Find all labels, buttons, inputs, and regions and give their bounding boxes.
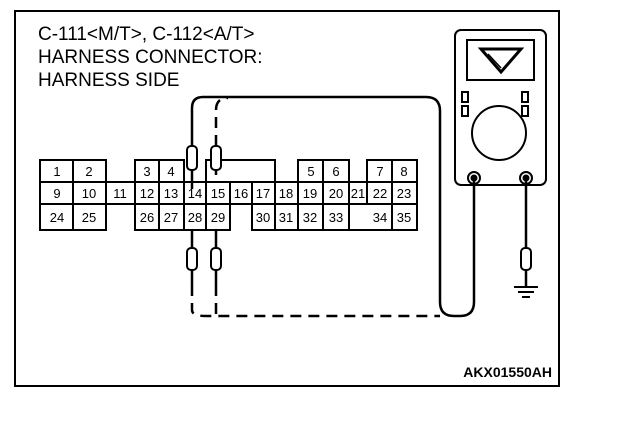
pin-label-34: 34 [373,210,387,225]
pin-label-22: 22 [373,186,387,201]
pin-label-27: 27 [164,210,178,225]
pin-label-31: 31 [279,210,293,225]
dashed-wire-outer [190,285,440,318]
pin-label-14: 14 [188,186,202,201]
probe-wires [190,95,528,318]
pin-label-2: 2 [85,164,92,179]
pin-label-28: 28 [188,210,202,225]
title-line-3: HARNESS SIDE [38,70,179,91]
probe-tip-pin28 [186,247,198,271]
pin-label-16: 16 [234,186,248,201]
diagram-frame [14,10,560,387]
pin-label-24: 24 [50,210,64,225]
probe-tip-pin29 [210,247,222,271]
pin-label-17: 17 [256,186,270,201]
pin-label-13: 13 [164,186,178,201]
harness-connector [39,159,418,231]
pin-label-29: 29 [211,210,225,225]
pin-label-7: 7 [376,164,383,179]
multimeter-icon [454,29,547,186]
pin-label-30: 30 [256,210,270,225]
ground-icon [514,286,538,298]
probe-tips [186,145,532,271]
title-line-1: C-111<M/T>, C-112<A/T> [38,24,254,45]
probe-tip-pin15 [210,145,222,171]
multimeter-jack-left [467,171,481,185]
connector-bottom-block-26-29 [134,203,231,231]
dashed-wire-inner [214,96,229,146]
pin-label-1: 1 [53,164,60,179]
pin-label-6: 6 [332,164,339,179]
multimeter-display [466,39,535,81]
pin-label-5: 5 [307,164,314,179]
figure-code: AKX01550AH [463,364,552,380]
pin-label-35: 35 [397,210,411,225]
multimeter-dial [471,105,527,161]
probe-tip-ground [520,247,532,271]
pin-label-12: 12 [140,186,154,201]
pin-label-4: 4 [167,164,174,179]
pin-label-21: 21 [351,186,365,201]
pin-label-19: 19 [303,186,317,201]
probe-tip-pin14 [186,145,198,171]
multimeter-display-symbol [477,47,525,75]
pin-label-32: 32 [303,210,317,225]
multimeter-jack-right [519,171,533,185]
connector-bottom-block-30-35 [251,203,418,231]
pin-label-33: 33 [329,210,343,225]
pin-label-26: 26 [140,210,154,225]
pin-label-23: 23 [397,186,411,201]
pin-label-11: 11 [113,186,127,201]
multimeter-body [454,29,547,186]
pin-label-3: 3 [143,164,150,179]
connector-key [205,159,276,182]
pin-label-15: 15 [211,186,225,201]
pin-label-9: 9 [53,186,60,201]
pin-label-8: 8 [400,164,407,179]
pin-label-10: 10 [82,186,96,201]
probe-wire-top [190,95,476,318]
pin-label-18: 18 [279,186,293,201]
pin-label-25: 25 [82,210,96,225]
pin-label-20: 20 [329,186,343,201]
title-line-2: HARNESS CONNECTOR: [38,47,263,68]
dashed-wires [190,96,440,318]
